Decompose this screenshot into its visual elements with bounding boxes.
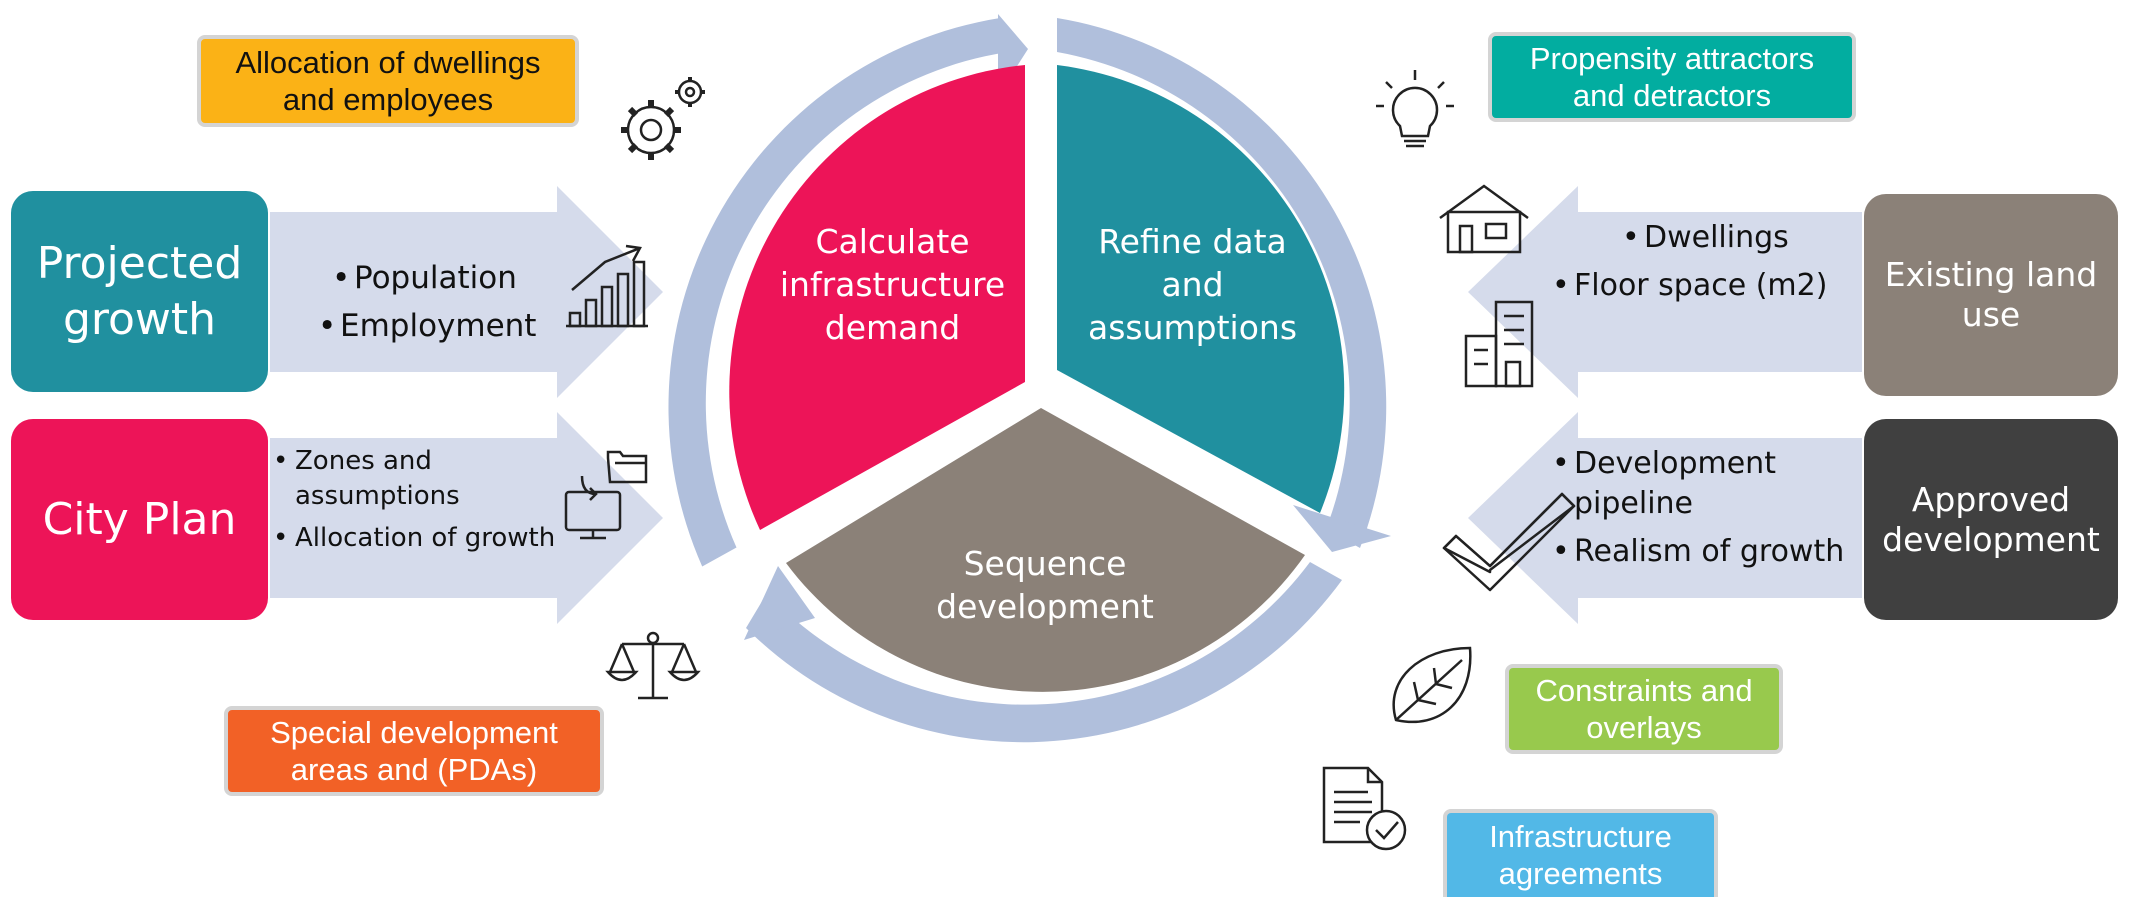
approved-development-list: Development pipeline Realism of growth [1552, 444, 1844, 572]
list-item: Dwellings [1622, 214, 1897, 262]
segment-refine [1057, 65, 1345, 513]
ring-arc-bottom [746, 562, 1342, 743]
projected-growth-tile: Projected growth [11, 191, 268, 392]
allocation-tag-label: Allocation of dwellings and employees [235, 45, 541, 117]
ring-arc-right [1057, 18, 1387, 548]
infrastructure-tag-label: Infrastructure agreements [1489, 819, 1672, 891]
cycle-ring [668, 14, 1391, 743]
projected-growth-list: Population Employment [318, 254, 550, 350]
bar-chart-icon [566, 244, 648, 328]
segment-refine-label: Refine data and assumptions [1087, 222, 1298, 347]
list-item: Allocation of growth [273, 521, 555, 556]
segment-calculate [729, 65, 1025, 530]
list-item: Zones and assumptions [273, 444, 555, 514]
list-item: Realism of growth [1552, 532, 1844, 572]
city-plan-tile: City Plan [11, 419, 268, 620]
document-check-icon [1322, 766, 1407, 851]
approved-development-tile: Approved development [1864, 419, 2118, 620]
city-plan-title: City Plan [42, 493, 237, 545]
ring-arrowhead-bottom [744, 566, 815, 640]
list-item: Development pipeline [1552, 444, 1844, 524]
ring-arrowhead-right [1293, 505, 1391, 552]
allocation-tag: Allocation of dwellings and employees [197, 35, 579, 127]
leaf-icon [1392, 646, 1472, 723]
city-plan-list: Zones and assumptions Allocation of grow… [273, 444, 555, 556]
propensity-tag-label: Propensity attractors and detractors [1529, 41, 1815, 113]
ring-arc-left [668, 18, 1005, 567]
approved-development-title: Approved development [1882, 479, 2100, 559]
segment-sequence [786, 408, 1305, 692]
existing-land-use-list: Dwellings Floor space (m2) [1552, 214, 1827, 310]
existing-land-use-tile: Existing land use [1864, 194, 2118, 396]
gears-icon [621, 77, 705, 160]
constraints-tag-label: Constraints and overlays [1535, 673, 1753, 745]
special-development-tag-label: Special development areas and (PDAs) [270, 715, 558, 787]
propensity-tag: Propensity attractors and detractors [1488, 32, 1856, 122]
folder-computer-icon [564, 450, 648, 540]
house-icon [1439, 184, 1529, 254]
segment-calculate-label: Calculate infrastructure demand [779, 222, 1006, 347]
special-development-tag: Special development areas and (PDAs) [224, 706, 604, 796]
infrastructure-tag: Infrastructure agreements [1443, 809, 1718, 897]
building-icon [1464, 300, 1534, 388]
projected-growth-title: Projected growth [36, 237, 243, 345]
segment-sequence-label: Sequence development [936, 544, 1154, 626]
list-item: Floor space (m2) [1552, 262, 1827, 310]
existing-land-use-title: Existing land use [1884, 255, 2098, 334]
lightbulb-icon [1376, 70, 1454, 148]
scales-icon [605, 631, 701, 700]
list-item: Employment [318, 302, 536, 350]
constraints-tag: Constraints and overlays [1505, 664, 1783, 754]
list-item: Population [332, 254, 550, 302]
